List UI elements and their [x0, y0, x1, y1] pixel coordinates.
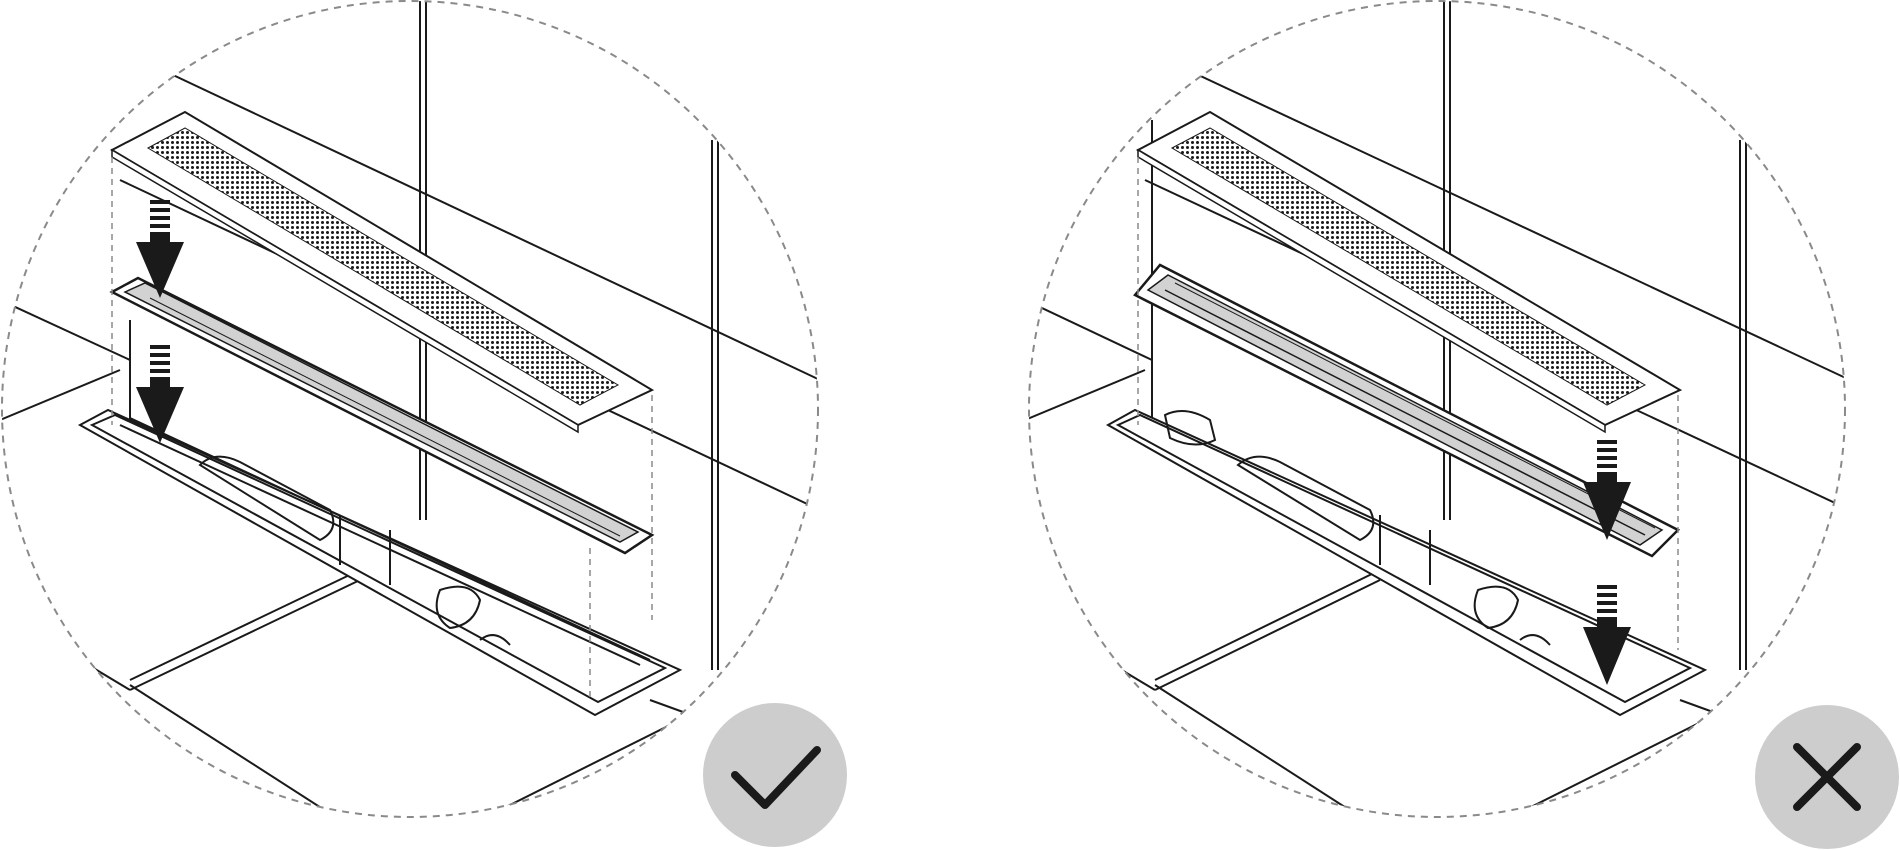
scene-left: [2, 1, 818, 817]
grate-cover: [109, 110, 655, 434]
drain-channel: [77, 408, 683, 717]
panel-incorrect: [1028, 0, 1899, 849]
arrow-down-icon: [136, 200, 184, 298]
grate-cover: [1135, 110, 1683, 434]
insert-arrows: [1583, 440, 1631, 685]
detail-circle: [1028, 0, 1846, 818]
detail-circle: [1, 0, 819, 818]
arrow-down-icon: [136, 345, 184, 443]
checkmark-icon: [731, 746, 821, 809]
arrow-down-icon: [1583, 440, 1631, 540]
panel-correct: [1, 0, 847, 847]
correct-badge: [703, 703, 847, 847]
alignment-guides: [111, 157, 653, 700]
insert-tray: [109, 276, 655, 555]
cross-icon: [1793, 743, 1861, 811]
arrow-down-icon: [1583, 585, 1631, 685]
insert-tray: [1133, 263, 1681, 558]
incorrect-badge: [1755, 705, 1899, 849]
insert-arrows: [136, 200, 184, 443]
drain-channel: [1105, 408, 1708, 717]
alignment-guides: [1137, 157, 1679, 650]
